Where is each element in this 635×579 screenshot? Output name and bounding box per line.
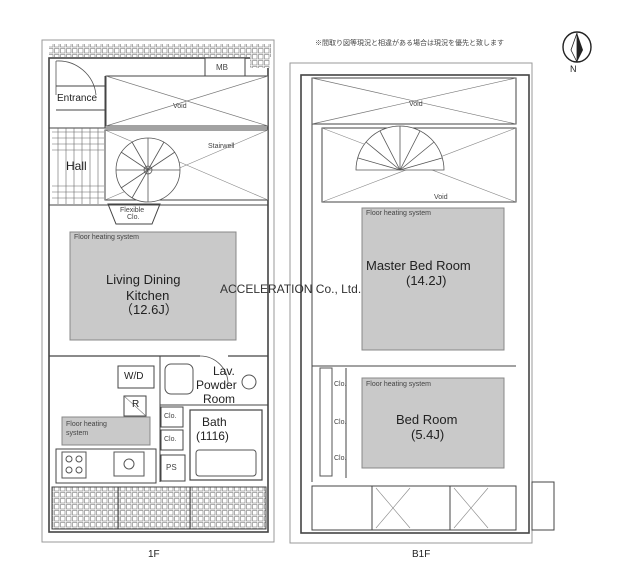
master-bed-size: (14.2J): [406, 273, 447, 288]
ldk-size: （12.6J）: [120, 302, 178, 317]
kitchen-heating-label-2: system: [66, 430, 89, 437]
b1f-clo-label-3: Clo.: [334, 455, 347, 462]
compass-north-icon: [562, 31, 592, 63]
bath-label-1: Bath: [202, 415, 227, 429]
clo-label-b: Clo.: [164, 436, 177, 443]
compass-label: N: [570, 64, 577, 74]
ps-label: PS: [166, 463, 177, 472]
clo-label-a: Clo.: [164, 413, 177, 420]
lav-label-1: Lav.: [213, 364, 235, 378]
void-b1f-top-label: Void: [409, 101, 423, 108]
mb-label: MB: [216, 63, 228, 72]
flexible-clo-label-2: Clo.: [127, 214, 140, 221]
entrance-label: Entrance: [57, 93, 98, 104]
ldk-name-2: Kitchen: [126, 288, 170, 303]
master-bed-name: Master Bed Room: [366, 258, 471, 273]
wd-box: [117, 365, 155, 389]
balcony-b1f: [311, 485, 517, 531]
ldk-name-1: Living Dining: [106, 272, 181, 287]
floor-b1f-label: B1F: [412, 549, 431, 560]
flexible-clo-box: [107, 203, 161, 225]
flexible-clo-label-1: Flexible: [120, 207, 145, 214]
balcony-1f: [51, 486, 267, 530]
spiral-stair-b1f: [355, 125, 445, 171]
b1f-clo-label-1: Clo.: [334, 381, 347, 388]
hall-label: Hall: [66, 159, 87, 173]
floor-b1f-plan: [289, 62, 555, 544]
clo-box-b: [160, 429, 184, 451]
master-heating-label: Floor heating system: [366, 210, 431, 217]
kitchen-heating-label-1: Floor heating: [66, 421, 107, 428]
bed-room-heating-zone: [361, 377, 505, 469]
wd-label: W/D: [124, 371, 144, 382]
bed-room-size: (5.4J): [411, 427, 445, 442]
watermark-text: ACCELERATION Co., Ltd.: [220, 282, 362, 296]
void-1f-label: Void: [173, 103, 187, 110]
ldk-heating-label: Floor heating system: [74, 234, 139, 241]
ldk-heating-zone: [69, 231, 237, 341]
spiral-stair-1f: [115, 137, 181, 203]
lav-label-2: Powder: [196, 378, 237, 392]
bed-heating-label: Floor heating system: [366, 381, 431, 388]
kitchen-heating-zone: [61, 416, 151, 446]
clo-box-a: [160, 406, 184, 428]
void-b1f-stair-label: Void: [434, 194, 448, 201]
entrance-tile-area: [49, 44, 271, 57]
master-bed-heating-zone: [361, 207, 505, 351]
b1f-clo-label-2: Clo.: [334, 419, 347, 426]
bath-label-2: (1116): [196, 429, 229, 443]
bed-room-name: Bed Room: [396, 412, 458, 427]
r-label: R: [132, 399, 140, 410]
stairwell-label: Stairwell: [208, 143, 235, 150]
lav-label-3: Room: [203, 392, 236, 406]
ps-box: [160, 454, 186, 482]
floor-1f-plan: [41, 39, 275, 543]
floor-1f-label: 1F: [148, 549, 160, 560]
disclaimer-note: ※間取り図等現況と相違がある場合は現況を優先と致します: [315, 40, 504, 47]
